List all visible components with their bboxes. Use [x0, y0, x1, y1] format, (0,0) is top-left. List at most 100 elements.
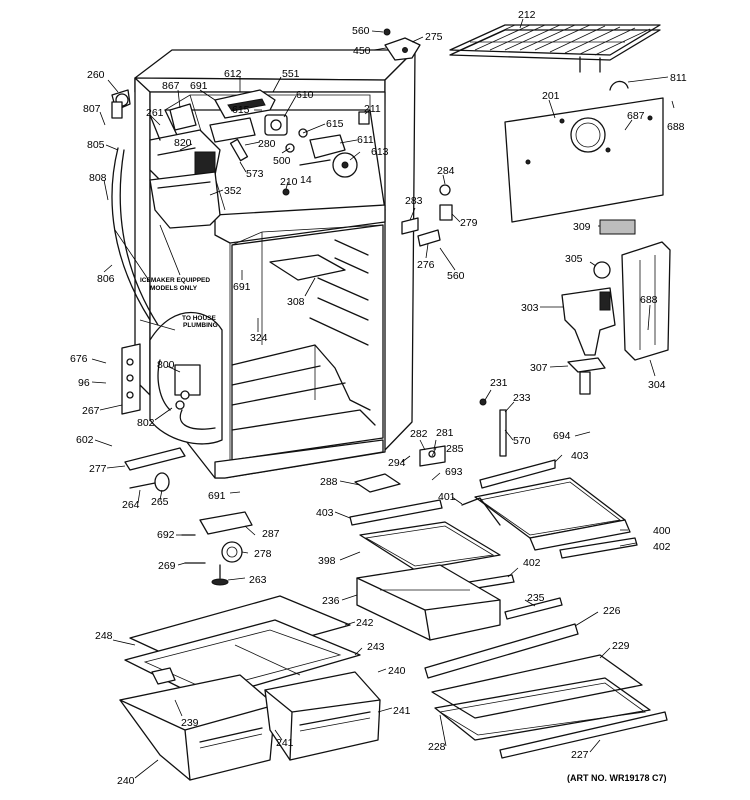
label-269: 269 [158, 560, 176, 572]
label-284: 284 [437, 165, 455, 177]
washer [439, 184, 451, 196]
label-261: 261 [146, 107, 164, 119]
support-233 [499, 409, 507, 457]
label-820: 820 [174, 137, 192, 149]
label-305: 305 [565, 253, 583, 265]
label-402: 402 [653, 541, 671, 553]
label-210: 210 [280, 176, 298, 188]
shelf-clip [609, 80, 629, 91]
label-236: 236 [322, 595, 340, 607]
label-403b: 403 [316, 507, 334, 519]
shelf-ribs [309, 239, 369, 346]
water-tube [179, 409, 216, 430]
label-240b: 240 [117, 775, 135, 787]
label-283: 283 [405, 195, 423, 207]
label-551: 551 [282, 68, 300, 80]
label-560b: 560 [447, 270, 465, 282]
label-613: 613 [371, 146, 389, 158]
label-241b: 241 [276, 737, 294, 749]
label-687: 687 [627, 110, 645, 122]
label-248: 248 [95, 630, 113, 642]
label-611: 611 [357, 134, 374, 146]
shelf-rail-403-left [349, 499, 443, 526]
label-235: 235 [527, 592, 545, 604]
crisper-drawer-left [119, 674, 276, 781]
label-807: 807 [83, 103, 101, 115]
leader-lines [91, 18, 675, 779]
evaporator-cover [504, 97, 664, 223]
label-802: 802 [137, 417, 155, 429]
label-281: 281 [436, 427, 454, 439]
label-688: 688 [667, 121, 685, 133]
label-573: 573 [246, 168, 264, 180]
crisper-drawer-right [264, 671, 381, 761]
label-276: 276 [417, 259, 435, 271]
label-691b: 691 [233, 281, 251, 293]
temp-control-knob [593, 261, 611, 279]
label-693: 693 [445, 466, 463, 478]
label-14: 14 [300, 174, 312, 186]
label-264: 264 [122, 499, 140, 511]
label-242: 242 [356, 617, 374, 629]
label-265: 265 [151, 496, 169, 508]
light-socket [439, 204, 453, 221]
label-676: 676 [70, 353, 88, 365]
shelf-rail-402-right [559, 537, 638, 559]
label-282: 282 [410, 428, 428, 440]
label-398: 398 [318, 555, 336, 567]
label-287: 287 [262, 528, 280, 540]
label-279: 279 [460, 217, 478, 229]
label-280: 280 [258, 138, 276, 150]
label-403: 403 [571, 450, 589, 462]
label-228: 228 [428, 741, 446, 753]
label-615: 615 [232, 104, 250, 116]
label-231: 231 [490, 377, 508, 389]
damper [567, 357, 606, 373]
label-570: 570 [513, 435, 531, 447]
bracket-283 [401, 217, 419, 235]
label-688b: 688 [640, 294, 658, 306]
icemaker-note-line1: ICEMAKER EQUIPPED [140, 277, 210, 284]
label-243: 243 [367, 641, 385, 653]
shelf-rail-403-right [479, 459, 556, 489]
label-400: 400 [653, 525, 671, 537]
rail-235 [504, 597, 563, 620]
label-229: 229 [612, 640, 630, 652]
label-610: 610 [296, 89, 314, 101]
label-304: 304 [648, 379, 666, 391]
label-277: 277 [89, 463, 107, 475]
label-278: 278 [254, 548, 272, 560]
label-691c: 691 [208, 490, 226, 502]
label-401: 401 [438, 491, 456, 503]
label-402b: 402 [523, 557, 541, 569]
label-352: 352 [224, 185, 242, 197]
clip-248 [151, 667, 176, 685]
label-691: 691 [190, 80, 208, 92]
rail-227 [499, 711, 668, 759]
icemaker-note-line2: MODELS ONLY [150, 285, 198, 292]
label-226: 226 [603, 605, 621, 617]
plumbing-note-line2: PLUMBING [183, 322, 218, 329]
water-valve [174, 364, 201, 396]
label-260: 260 [87, 69, 105, 81]
label-602: 602 [76, 434, 94, 446]
control-housing [209, 89, 370, 196]
glass-shelf-398 [359, 521, 501, 571]
label-303: 303 [521, 302, 539, 314]
instruction-label [599, 219, 636, 235]
crisper-rail-226 [424, 623, 579, 679]
label-285: 285 [446, 443, 464, 455]
crisper-cover-glass-229 [431, 654, 643, 719]
label-211: 211 [364, 103, 381, 115]
freezer-shelf-wire [449, 24, 661, 73]
bracket-276 [417, 229, 441, 247]
shelf-frame-400 [529, 519, 631, 551]
label-811: 811 [670, 72, 687, 84]
freezer-shelf-308 [269, 254, 346, 281]
label-867: 867 [162, 80, 180, 92]
label-612: 612 [224, 68, 242, 80]
label-240: 240 [388, 665, 406, 677]
label-800: 800 [157, 359, 175, 371]
